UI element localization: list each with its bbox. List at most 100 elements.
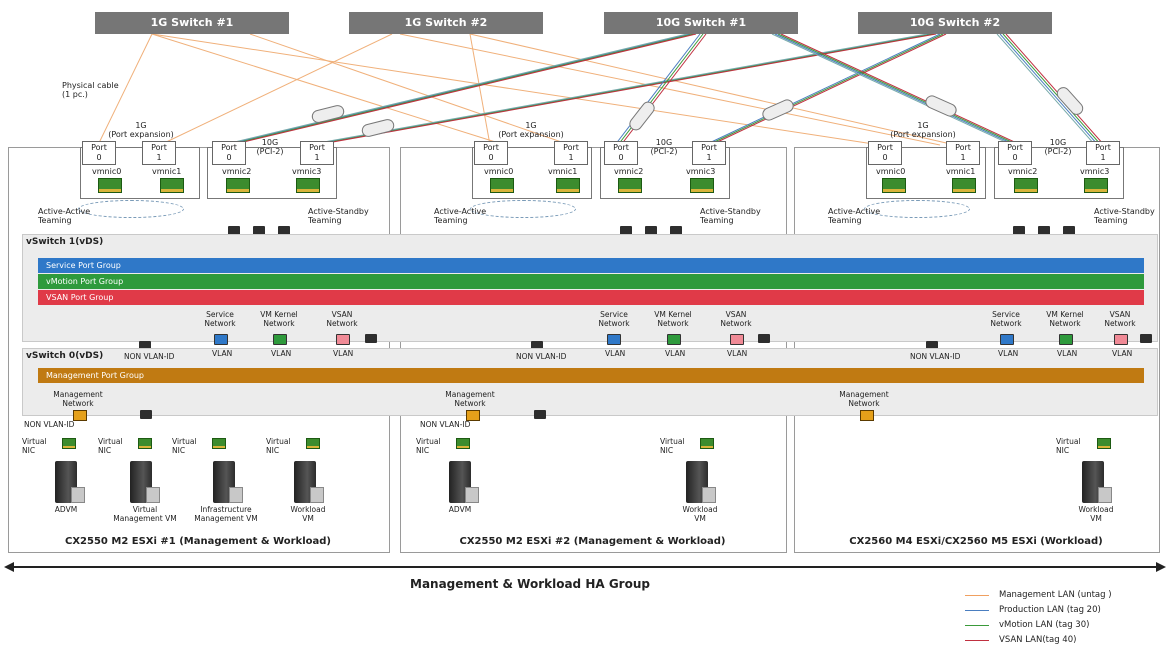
nic-card-icon [490, 178, 514, 193]
management-port-group: Management Port Group [38, 368, 1144, 383]
teaming-ellipse [864, 200, 970, 218]
nic-1g-label: 1G(Port expansion) [108, 121, 174, 139]
ha-group-label: Management & Workload HA Group [410, 577, 650, 591]
vswitch-0-title: vSwitch 0(vDS) [26, 351, 104, 361]
non-vlan-label: NON VLAN-ID [910, 352, 961, 361]
nic-card-icon [1084, 178, 1108, 193]
non-vlan-port-icon [926, 341, 938, 350]
server-icon [213, 461, 243, 503]
virtual-nic-icon [306, 438, 320, 449]
legend-label: vMotion LAN (tag 30) [999, 620, 1090, 630]
vmnic3-label: vmnic3 [686, 167, 716, 176]
nic-1g-label: 1G(Port expansion) [498, 121, 564, 139]
teaming-ellipse [470, 200, 576, 218]
nic-10g-label: 10G(PCI-2) [256, 138, 284, 156]
vlan-label: VLAN [271, 349, 292, 358]
switch-10g-1: 10G Switch #1 [604, 12, 798, 34]
switch-10g-2: 10G Switch #2 [858, 12, 1052, 34]
nic-1g-label: 1G(Port expansion) [890, 121, 956, 139]
management-port-icon [466, 410, 480, 421]
virtual-nic-icon [456, 438, 470, 449]
physical-cable-label: Physical cable(1 pc.) [62, 81, 119, 99]
host-title: CX2560 M4 ESXi/CX2560 M5 ESXi (Workload) [849, 536, 1103, 547]
service-vlan-icon [1000, 334, 1014, 345]
vmnic2-label: vmnic2 [1008, 167, 1038, 176]
legend-label: Management LAN (untag ) [999, 590, 1112, 600]
vmkernel-vlan-icon [1059, 334, 1073, 345]
vsan-vlan-icon [730, 334, 744, 345]
non-vlan-label: NON VLAN-ID [24, 420, 75, 429]
vlan-label: VLAN [1057, 349, 1078, 358]
legend: Management LAN (untag ) Production LAN (… [965, 588, 1155, 650]
vmkernel-vlan-icon [273, 334, 287, 345]
server-icon [449, 461, 479, 503]
vmnic1-label: vmnic1 [946, 167, 976, 176]
vsan-port-group: VSAN Port Group [38, 290, 1144, 305]
nic-card-icon [1014, 178, 1038, 193]
vmkernel-vlan-icon [667, 334, 681, 345]
management-port-icon [860, 410, 874, 421]
server-icon [1082, 461, 1112, 503]
nic-10g-label: 10G(PCI-2) [1044, 138, 1072, 156]
nic-card-icon [160, 178, 184, 193]
switch-1g-1: 1G Switch #1 [95, 12, 289, 34]
vlan-label: VLAN [1112, 349, 1133, 358]
vlan-label: VLAN [665, 349, 686, 358]
legend-swatch [965, 595, 989, 596]
vmnic3-label: vmnic3 [292, 167, 322, 176]
vm-port-icon [534, 410, 546, 419]
nic-card-icon [690, 178, 714, 193]
teaming-ellipse [78, 200, 184, 218]
management-port-icon [73, 410, 87, 421]
nic-card-icon [296, 178, 320, 193]
vmnic0-label: vmnic0 [92, 167, 122, 176]
nic-card-icon [98, 178, 122, 193]
vmnic0-label: vmnic0 [876, 167, 906, 176]
uplink-icon [228, 226, 240, 235]
vm-label: ADVM [448, 505, 472, 514]
legend-swatch [965, 610, 989, 611]
nic-card-icon [618, 178, 642, 193]
service-vlan-icon [214, 334, 228, 345]
ha-group-arrow [4, 562, 1166, 572]
vsan-vlan-icon [1114, 334, 1128, 345]
service-vlan-icon [607, 334, 621, 345]
vm-port-icon [140, 410, 152, 419]
legend-label: Production LAN (tag 20) [999, 605, 1101, 615]
non-vlan-port-icon [139, 341, 151, 350]
nic-10g-label: 10G(PCI-2) [650, 138, 678, 156]
vmnic0-label: vmnic0 [484, 167, 514, 176]
nic-card-icon [952, 178, 976, 193]
legend-swatch [965, 625, 989, 626]
